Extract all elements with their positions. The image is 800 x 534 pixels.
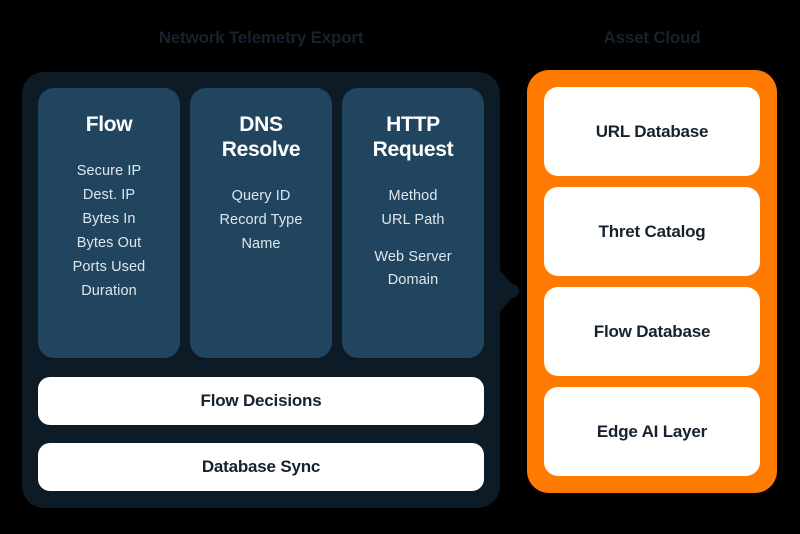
telemetry-card-http-request[interactable]: HTTP Request Method URL Path Web Server … (342, 88, 484, 358)
field-list: Query ID Record Type Name (198, 184, 324, 256)
telemetry-card-flow[interactable]: Flow Secure IP Dest. IP Bytes In Bytes O… (38, 88, 180, 358)
card-heading: HTTP Request (350, 112, 476, 162)
field-item: Name (241, 236, 281, 252)
asset-card-edge-ai-layer[interactable]: Edge AI Layer (544, 387, 760, 476)
telemetry-card-row: Flow Secure IP Dest. IP Bytes In Bytes O… (38, 88, 484, 358)
field-list: Method URL Path Web Server Domain (350, 184, 476, 292)
field-list: Secure IP Dest. IP Bytes In Bytes Out Po… (46, 159, 172, 303)
field-item: Web Server (374, 249, 452, 265)
card-heading-line: HTTP (386, 113, 440, 136)
card-heading: Flow (46, 112, 172, 137)
asset-card-url-database[interactable]: URL Database (544, 87, 760, 176)
network-telemetry-export-panel: Flow Secure IP Dest. IP Bytes In Bytes O… (22, 72, 500, 508)
arrow-right-icon (498, 268, 519, 314)
asset-cloud-panel: URL Database Thret Catalog Flow Database… (527, 70, 777, 493)
card-heading-line: Request (372, 138, 454, 161)
card-heading-line: DNS (239, 113, 283, 136)
asset-card-thret-catalog[interactable]: Thret Catalog (544, 187, 760, 276)
field-item: Ports Used (72, 259, 146, 275)
asset-card-flow-database[interactable]: Flow Database (544, 287, 760, 376)
field-item: Method (388, 188, 438, 204)
pill-bar-flow-decisions[interactable]: Flow Decisions (38, 377, 484, 425)
field-item: Secure IP (76, 163, 142, 179)
card-heading: DNS Resolve (198, 112, 324, 162)
field-item: Bytes In (82, 211, 136, 227)
telemetry-card-dns-resolve[interactable]: DNS Resolve Query ID Record Type Name (190, 88, 332, 358)
field-item: Dest. IP (82, 187, 136, 203)
card-heading-line: Resolve (221, 138, 301, 161)
field-item: Domain (387, 272, 439, 288)
field-item: Duration (81, 283, 137, 299)
field-item: Bytes Out (76, 235, 142, 251)
field-item: Record Type (219, 212, 303, 228)
field-item: URL Path (381, 212, 445, 228)
right-section-title: Asset Cloud (603, 28, 701, 47)
left-section-title: Network Telemetry Export (158, 28, 364, 47)
card-heading-line: Flow (85, 113, 133, 136)
pill-bar-database-sync[interactable]: Database Sync (38, 443, 484, 491)
field-item: Query ID (231, 188, 291, 204)
